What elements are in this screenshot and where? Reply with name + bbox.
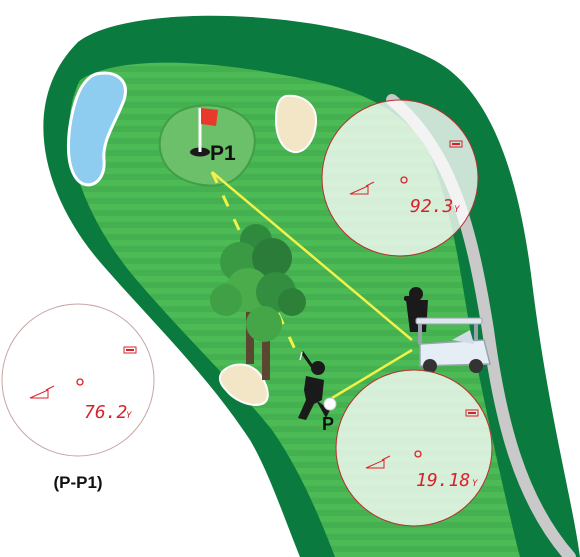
readout-bottom-right-value: 19.18 (416, 470, 470, 491)
laser-line-player (331, 348, 413, 400)
laser-line-p1 (211, 171, 413, 341)
tree-icon (210, 224, 306, 380)
ball-icon (323, 397, 337, 411)
player-label: P (322, 414, 334, 434)
bunker-top (274, 94, 318, 154)
angle-icon (349, 181, 375, 195)
pin-label: P1 (210, 142, 236, 165)
readout-left-unit: Y (126, 411, 132, 421)
rangefinder-view-left: 76.2 Y (1, 303, 155, 457)
bunker-bottom (218, 363, 269, 406)
golfer-icon (298, 351, 330, 420)
battery-icon (449, 140, 463, 148)
reticle-icon (76, 378, 84, 386)
shot-dash-line (210, 171, 302, 361)
putting-green (158, 104, 256, 187)
readout-left-value: 76.2 (84, 402, 127, 423)
angle-icon (365, 455, 391, 469)
caption: (P-P1) (53, 473, 102, 492)
rangefinder-view-bottom: 19.18 Y (335, 369, 493, 527)
reticle-icon (414, 450, 422, 458)
readout-top-right-value: 92.3 (410, 196, 453, 217)
battery-icon (465, 409, 479, 417)
battery-icon (123, 346, 137, 354)
water-hazard (66, 71, 127, 187)
angle-icon (29, 385, 55, 399)
flag-icon (190, 108, 218, 157)
readout-top-right-unit: Y (454, 205, 460, 215)
readout-bottom-right-unit: Y (472, 479, 478, 489)
reticle-icon (400, 176, 408, 184)
golf-cart-icon (415, 317, 491, 373)
rangefinder-view-top: 92.3 Y (321, 99, 479, 257)
